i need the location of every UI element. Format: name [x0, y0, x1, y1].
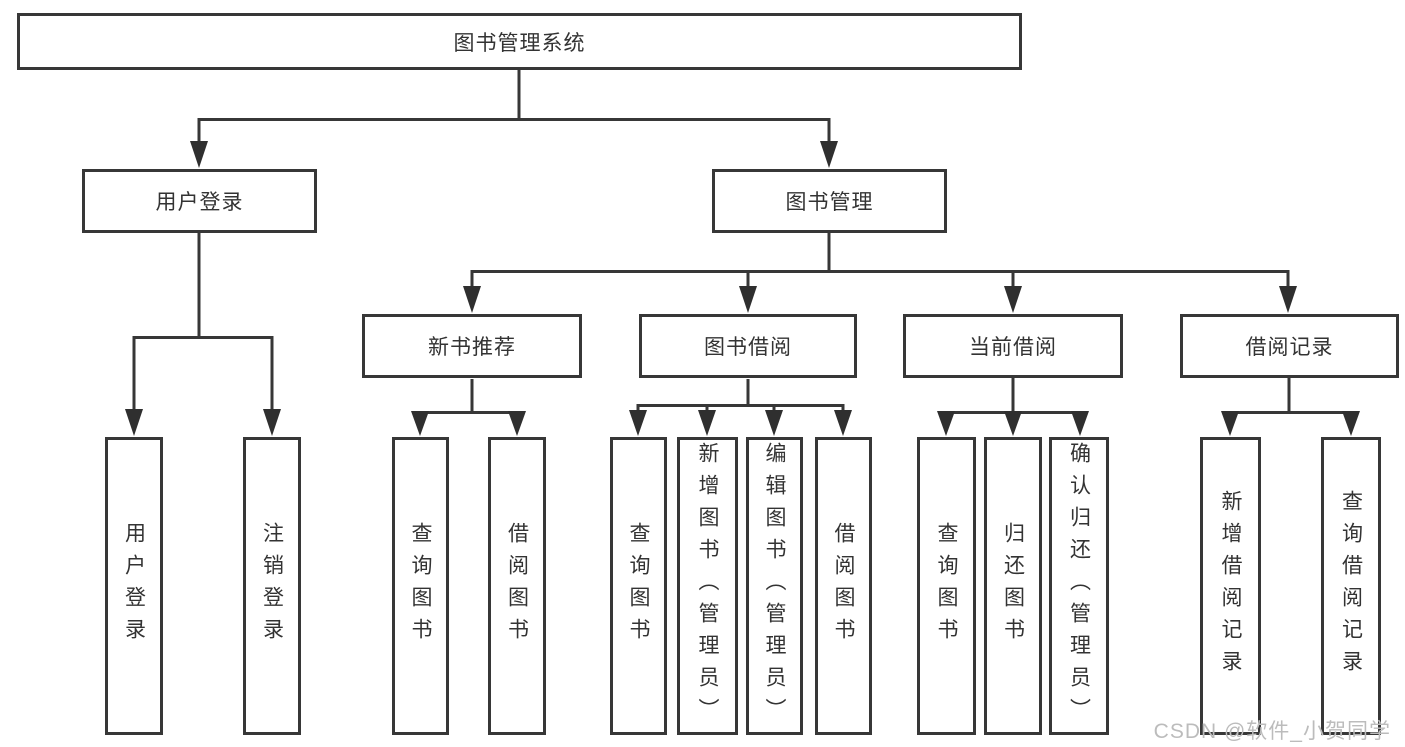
- leaf-return-books: 归还图书: [984, 437, 1042, 735]
- connector-current-to-leaves: [946, 378, 1080, 414]
- arrowhead: [629, 410, 647, 436]
- arrowhead: [411, 411, 429, 436]
- node-new-book-recommend: 新书推荐: [362, 314, 582, 378]
- arrowhead: [1342, 411, 1360, 436]
- node-label: 新书推荐: [428, 336, 516, 359]
- arrowhead: [1004, 286, 1022, 313]
- node-book-borrowing: 图书借阅: [639, 314, 857, 378]
- leaf-add-books-admin: 新增图书（管理员）: [677, 437, 738, 735]
- node-label: 用户登录: [122, 522, 146, 650]
- connector-root-to-level2: [197, 70, 831, 143]
- node-label: 图书借阅: [704, 336, 792, 359]
- arrowhead: [125, 409, 143, 436]
- connector-borrowing-to-leaves: [636, 379, 845, 411]
- node-label: 归还图书: [1001, 522, 1025, 650]
- arrowhead: [698, 410, 716, 436]
- leaf-edit-books-admin: 编辑图书（管理员）: [746, 437, 803, 735]
- node-label: 新增图书（管理员）: [696, 442, 719, 730]
- node-label: 查询图书: [409, 522, 432, 650]
- arrowhead: [263, 409, 281, 436]
- node-label: 用户登录: [155, 191, 244, 214]
- node-label: 查询图书: [935, 522, 958, 650]
- connector-records-to-leaves: [1230, 378, 1351, 414]
- csdn-watermark: CSDN @软件_小贺同学: [1153, 720, 1391, 743]
- arrowhead: [739, 286, 757, 313]
- arrowhead: [1279, 286, 1297, 313]
- node-label: 注销登录: [260, 522, 284, 650]
- leaf-confirm-return-admin: 确认归还（管理员）: [1049, 437, 1109, 735]
- arrowhead: [834, 410, 852, 436]
- node-label: 确认归还（管理员）: [1067, 442, 1091, 730]
- connector-userlogin-to-leaves: [132, 233, 274, 410]
- arrowhead: [508, 411, 526, 436]
- node-borrowing-records: 借阅记录: [1180, 314, 1399, 378]
- node-label: 借阅图书: [832, 522, 855, 650]
- arrowheads: [125, 141, 1360, 436]
- arrowhead: [463, 286, 481, 313]
- node-label: 查询图书: [627, 522, 650, 650]
- node-label: 借阅记录: [1245, 336, 1334, 359]
- leaf-query-books-current: 查询图书: [917, 437, 976, 735]
- leaf-borrow-books-recommend: 借阅图书: [488, 437, 546, 735]
- arrowhead: [820, 141, 838, 168]
- leaf-borrow-books: 借阅图书: [815, 437, 872, 735]
- arrowhead: [190, 141, 208, 168]
- node-label: 编辑图书（管理员）: [763, 442, 786, 730]
- node-label: 图书管理: [785, 191, 874, 214]
- arrowhead: [1004, 411, 1022, 436]
- node-label: 图书管理系统: [453, 31, 586, 55]
- node-user-login: 用户登录: [82, 169, 317, 233]
- node-current-borrowing: 当前借阅: [903, 314, 1123, 378]
- connector-bookmgmt-to-level3: [470, 233, 1290, 287]
- leaf-query-books-recommend: 查询图书: [392, 437, 449, 735]
- arrowhead: [1071, 411, 1089, 436]
- connector-newbooks-to-leaves: [420, 379, 517, 414]
- leaf-user-login: 用户登录: [105, 437, 163, 735]
- arrowhead: [765, 410, 783, 436]
- leaf-query-books-borrowing: 查询图书: [610, 437, 667, 735]
- node-book-management: 图书管理: [712, 169, 947, 233]
- arrowhead: [1221, 411, 1239, 436]
- leaf-query-borrow-record: 查询借阅记录: [1321, 437, 1381, 735]
- node-label: 当前借阅: [969, 336, 1057, 359]
- leaf-logout: 注销登录: [243, 437, 301, 735]
- arrowhead: [937, 411, 955, 436]
- node-label: 借阅图书: [505, 522, 529, 650]
- node-label: 查询借阅记录: [1339, 490, 1363, 682]
- node-root: 图书管理系统: [17, 13, 1022, 70]
- node-label: 新增借阅记录: [1219, 490, 1242, 682]
- leaf-add-borrow-record: 新增借阅记录: [1200, 437, 1261, 735]
